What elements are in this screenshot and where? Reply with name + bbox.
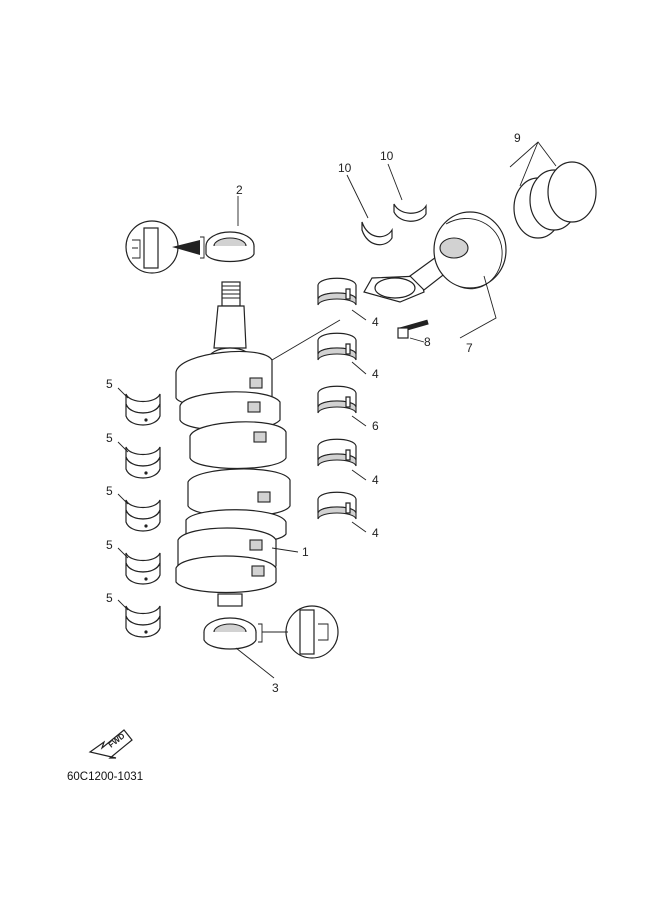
piston-assembly [363, 211, 507, 339]
callout-4a: 4 [372, 315, 379, 329]
callout-5d: 5 [106, 538, 113, 552]
callout-5e: 5 [106, 591, 113, 605]
callout-9: 9 [514, 131, 521, 145]
callout-10a: 10 [338, 161, 352, 175]
seal-detail-upper [125, 220, 205, 274]
callout-5c: 5 [106, 484, 113, 498]
callout-4d: 4 [372, 526, 379, 540]
crankshaft [175, 281, 291, 607]
thrust-bearing-group [361, 203, 427, 246]
part-code: 60C1200-1031 [67, 771, 143, 783]
fwd-arrow-icon: FWD [88, 729, 133, 759]
callout-5b: 5 [106, 431, 113, 445]
callout-4c: 4 [372, 473, 379, 487]
callout-7: 7 [466, 341, 473, 355]
callout-4b: 4 [372, 367, 379, 381]
conrod-bearing-group [317, 277, 357, 520]
piston-ring-set [513, 161, 597, 239]
callout-6: 6 [372, 419, 379, 433]
seal-detail-lower [258, 605, 339, 659]
callout-5a: 5 [106, 377, 113, 391]
callout-3: 3 [272, 681, 279, 695]
callout-1: 1 [302, 545, 309, 559]
main-bearing-group [125, 393, 161, 638]
callout-2: 2 [236, 183, 243, 197]
oil-seal-lower [203, 617, 257, 650]
leader-lines [117, 141, 557, 679]
callout-10b: 10 [380, 149, 394, 163]
callout-8: 8 [424, 335, 431, 349]
oil-seal-upper [205, 231, 255, 263]
